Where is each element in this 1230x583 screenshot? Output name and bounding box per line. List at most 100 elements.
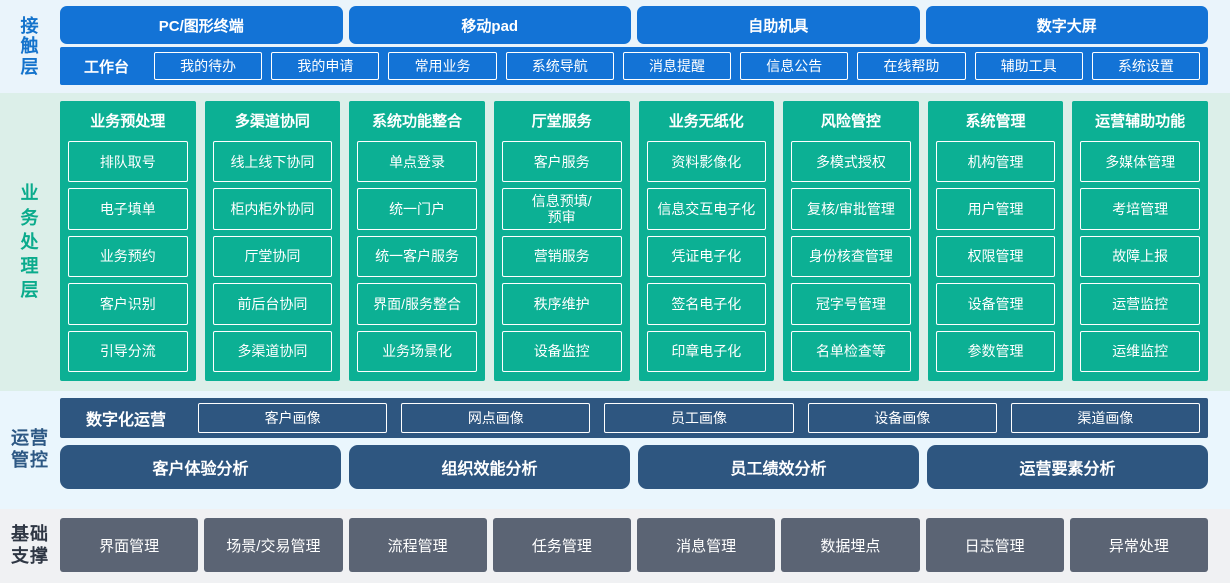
workbench-item[interactable]: 我的申请	[271, 52, 380, 80]
business-columns: 业务预处理 排队取号 电子填单 业务预约 客户识别 引导分流 多渠道协同 线上线…	[60, 101, 1208, 381]
analysis-item[interactable]: 运营要素分析	[927, 445, 1208, 489]
layer-operations-label-text: 运营 管控	[11, 428, 49, 470]
layer-business-label-text: 业 务 处 理 层	[20, 183, 40, 301]
business-column-title: 多渠道协同	[234, 113, 310, 130]
business-cell[interactable]: 界面/服务整合	[357, 283, 477, 325]
business-cell[interactable]: 前后台协同	[212, 283, 333, 325]
layer-contact-body: PC/图形终端 移动pad 自助机具 数字大屏 工作台 我的待办 我的申请 常用…	[60, 0, 1230, 93]
business-cell[interactable]: 设备管理	[935, 283, 1056, 325]
foundation-item[interactable]: 场景/交易管理	[204, 518, 343, 572]
layer-foundation-label-text: 基础 支撑	[11, 524, 49, 566]
layer-foundation-label: 基础 支撑	[0, 509, 60, 583]
workbench-item[interactable]: 辅助工具	[974, 52, 1083, 80]
foundation-item[interactable]: 异常处理	[1069, 518, 1208, 572]
business-cell[interactable]: 客户服务	[501, 141, 622, 183]
business-cell[interactable]: 多媒体管理	[1080, 141, 1200, 183]
business-cell[interactable]: 信息交互电子化	[646, 188, 767, 230]
foundation-item[interactable]: 界面管理	[60, 518, 199, 572]
workbench-item[interactable]: 在线帮助	[857, 52, 966, 80]
terminal-chip[interactable]: 数字大屏	[925, 6, 1208, 44]
business-cell[interactable]: 签名电子化	[646, 283, 767, 325]
business-cell[interactable]: 统一客户服务	[357, 235, 477, 278]
business-cell[interactable]: 线上线下协同	[212, 141, 333, 183]
layer-foundation-body: 界面管理 场景/交易管理 流程管理 任务管理 消息管理 数据埋点 日志管理 异常…	[60, 509, 1230, 583]
business-cell[interactable]: 身份核查管理	[791, 235, 911, 278]
foundation-item[interactable]: 数据埋点	[781, 518, 920, 572]
business-cell[interactable]: 运营监控	[1080, 283, 1200, 325]
portrait-item[interactable]: 设备画像	[807, 403, 997, 433]
business-cell[interactable]: 复核/审批管理	[791, 188, 911, 230]
business-cell[interactable]: 冠字号管理	[791, 283, 911, 325]
layer-business-label: 业 务 处 理 层	[0, 93, 60, 391]
business-cell[interactable]: 客户识别	[68, 283, 188, 325]
portrait-item[interactable]: 渠道画像	[1010, 403, 1201, 433]
layer-operations-label: 运营 管控	[0, 391, 60, 509]
workbench-item[interactable]: 信息公告	[740, 52, 849, 80]
business-cell[interactable]: 凭证电子化	[646, 235, 767, 278]
business-cell[interactable]: 信息预填/ 预审	[501, 188, 622, 230]
terminal-chip[interactable]: 移动pad	[348, 6, 631, 44]
foundation-item[interactable]: 消息管理	[637, 518, 776, 572]
business-cell[interactable]: 机构管理	[935, 141, 1056, 183]
business-column: 系统功能整合 单点登录 统一门户 统一客户服务 界面/服务整合 业务场景化	[349, 101, 485, 381]
layer-contact: 接 触 层 PC/图形终端 移动pad 自助机具 数字大屏 工作台 我的待办 我…	[0, 0, 1230, 93]
business-cell[interactable]: 考培管理	[1080, 188, 1200, 230]
portrait-item[interactable]: 客户画像	[198, 403, 388, 433]
foundation-item[interactable]: 日志管理	[925, 518, 1064, 572]
business-cell[interactable]: 资料影像化	[646, 141, 767, 183]
business-cell[interactable]: 业务场景化	[357, 330, 477, 373]
portrait-item[interactable]: 员工画像	[604, 403, 794, 433]
business-column: 厅堂服务 客户服务 信息预填/ 预审 营销服务 秩序维护 设备监控	[493, 101, 630, 381]
terminal-chip[interactable]: 自助机具	[637, 6, 920, 44]
workbench-item[interactable]: 系统设置	[1091, 52, 1200, 80]
foundation-item[interactable]: 任务管理	[492, 518, 631, 572]
workbench-item[interactable]: 我的待办	[154, 52, 263, 80]
portrait-item[interactable]: 网点画像	[401, 403, 591, 433]
business-column: 业务预处理 排队取号 电子填单 业务预约 客户识别 引导分流	[60, 101, 196, 381]
business-cell[interactable]: 权限管理	[935, 235, 1056, 278]
foundation-item[interactable]: 流程管理	[348, 518, 487, 572]
business-column-title: 厅堂服务	[531, 113, 592, 130]
business-cell[interactable]: 柜内柜外协同	[212, 188, 333, 230]
business-cell[interactable]: 运维监控	[1080, 330, 1200, 373]
business-cell[interactable]: 统一门户	[357, 188, 477, 230]
business-column-title: 运营辅助功能	[1095, 113, 1186, 130]
analysis-item[interactable]: 组织效能分析	[349, 445, 630, 489]
business-column-title: 风险管控	[820, 113, 881, 130]
business-cell[interactable]: 印章电子化	[646, 330, 767, 373]
workbench-row: 工作台 我的待办 我的申请 常用业务 系统导航 消息提醒 信息公告 在线帮助 辅…	[60, 47, 1208, 85]
business-cell[interactable]: 单点登录	[357, 141, 477, 183]
business-cell[interactable]: 业务预约	[68, 235, 188, 278]
business-column-title: 系统功能整合	[372, 113, 463, 130]
business-cell[interactable]: 用户管理	[935, 188, 1056, 230]
business-column: 系统管理 机构管理 用户管理 权限管理 设备管理 参数管理	[927, 101, 1064, 381]
layer-foundation: 基础 支撑 界面管理 场景/交易管理 流程管理 任务管理 消息管理 数据埋点 日…	[0, 509, 1230, 583]
business-cell[interactable]: 排队取号	[68, 141, 188, 183]
business-cell[interactable]: 名单检查等	[791, 330, 911, 373]
business-cell[interactable]: 引导分流	[68, 330, 188, 373]
business-cell[interactable]: 故障上报	[1080, 235, 1200, 278]
terminal-chip[interactable]: PC/图形终端	[60, 6, 343, 44]
analysis-row: 客户体验分析 组织效能分析 员工绩效分析 运营要素分析	[60, 445, 1208, 489]
foundation-row: 界面管理 场景/交易管理 流程管理 任务管理 消息管理 数据埋点 日志管理 异常…	[60, 518, 1208, 572]
workbench-item[interactable]: 系统导航	[505, 52, 614, 80]
business-cell[interactable]: 多模式授权	[791, 141, 911, 183]
workbench-item[interactable]: 消息提醒	[622, 52, 732, 80]
business-cell[interactable]: 电子填单	[68, 188, 188, 230]
analysis-item[interactable]: 客户体验分析	[60, 445, 341, 489]
business-cell[interactable]: 厅堂协同	[212, 235, 333, 278]
analysis-item[interactable]: 员工绩效分析	[638, 445, 919, 489]
business-cell[interactable]: 参数管理	[935, 330, 1056, 373]
business-column: 风险管控 多模式授权 复核/审批管理 身份核查管理 冠字号管理 名单检查等	[783, 101, 919, 381]
layer-contact-label-text: 接 触 层	[20, 16, 40, 77]
business-cell[interactable]: 设备监控	[501, 330, 622, 373]
workbench-item[interactable]: 常用业务	[388, 52, 497, 80]
business-cell[interactable]: 秩序维护	[501, 283, 622, 325]
layer-business: 业 务 处 理 层 业务预处理 排队取号 电子填单 业务预约 客户识别 引导分流…	[0, 93, 1230, 391]
business-cell[interactable]: 多渠道协同	[212, 330, 333, 373]
terminal-row: PC/图形终端 移动pad 自助机具 数字大屏	[60, 6, 1208, 44]
business-column: 多渠道协同 线上线下协同 柜内柜外协同 厅堂协同 前后台协同 多渠道协同	[204, 101, 341, 381]
business-column-title: 系统管理	[965, 113, 1026, 130]
business-cell[interactable]: 营销服务	[501, 235, 622, 278]
